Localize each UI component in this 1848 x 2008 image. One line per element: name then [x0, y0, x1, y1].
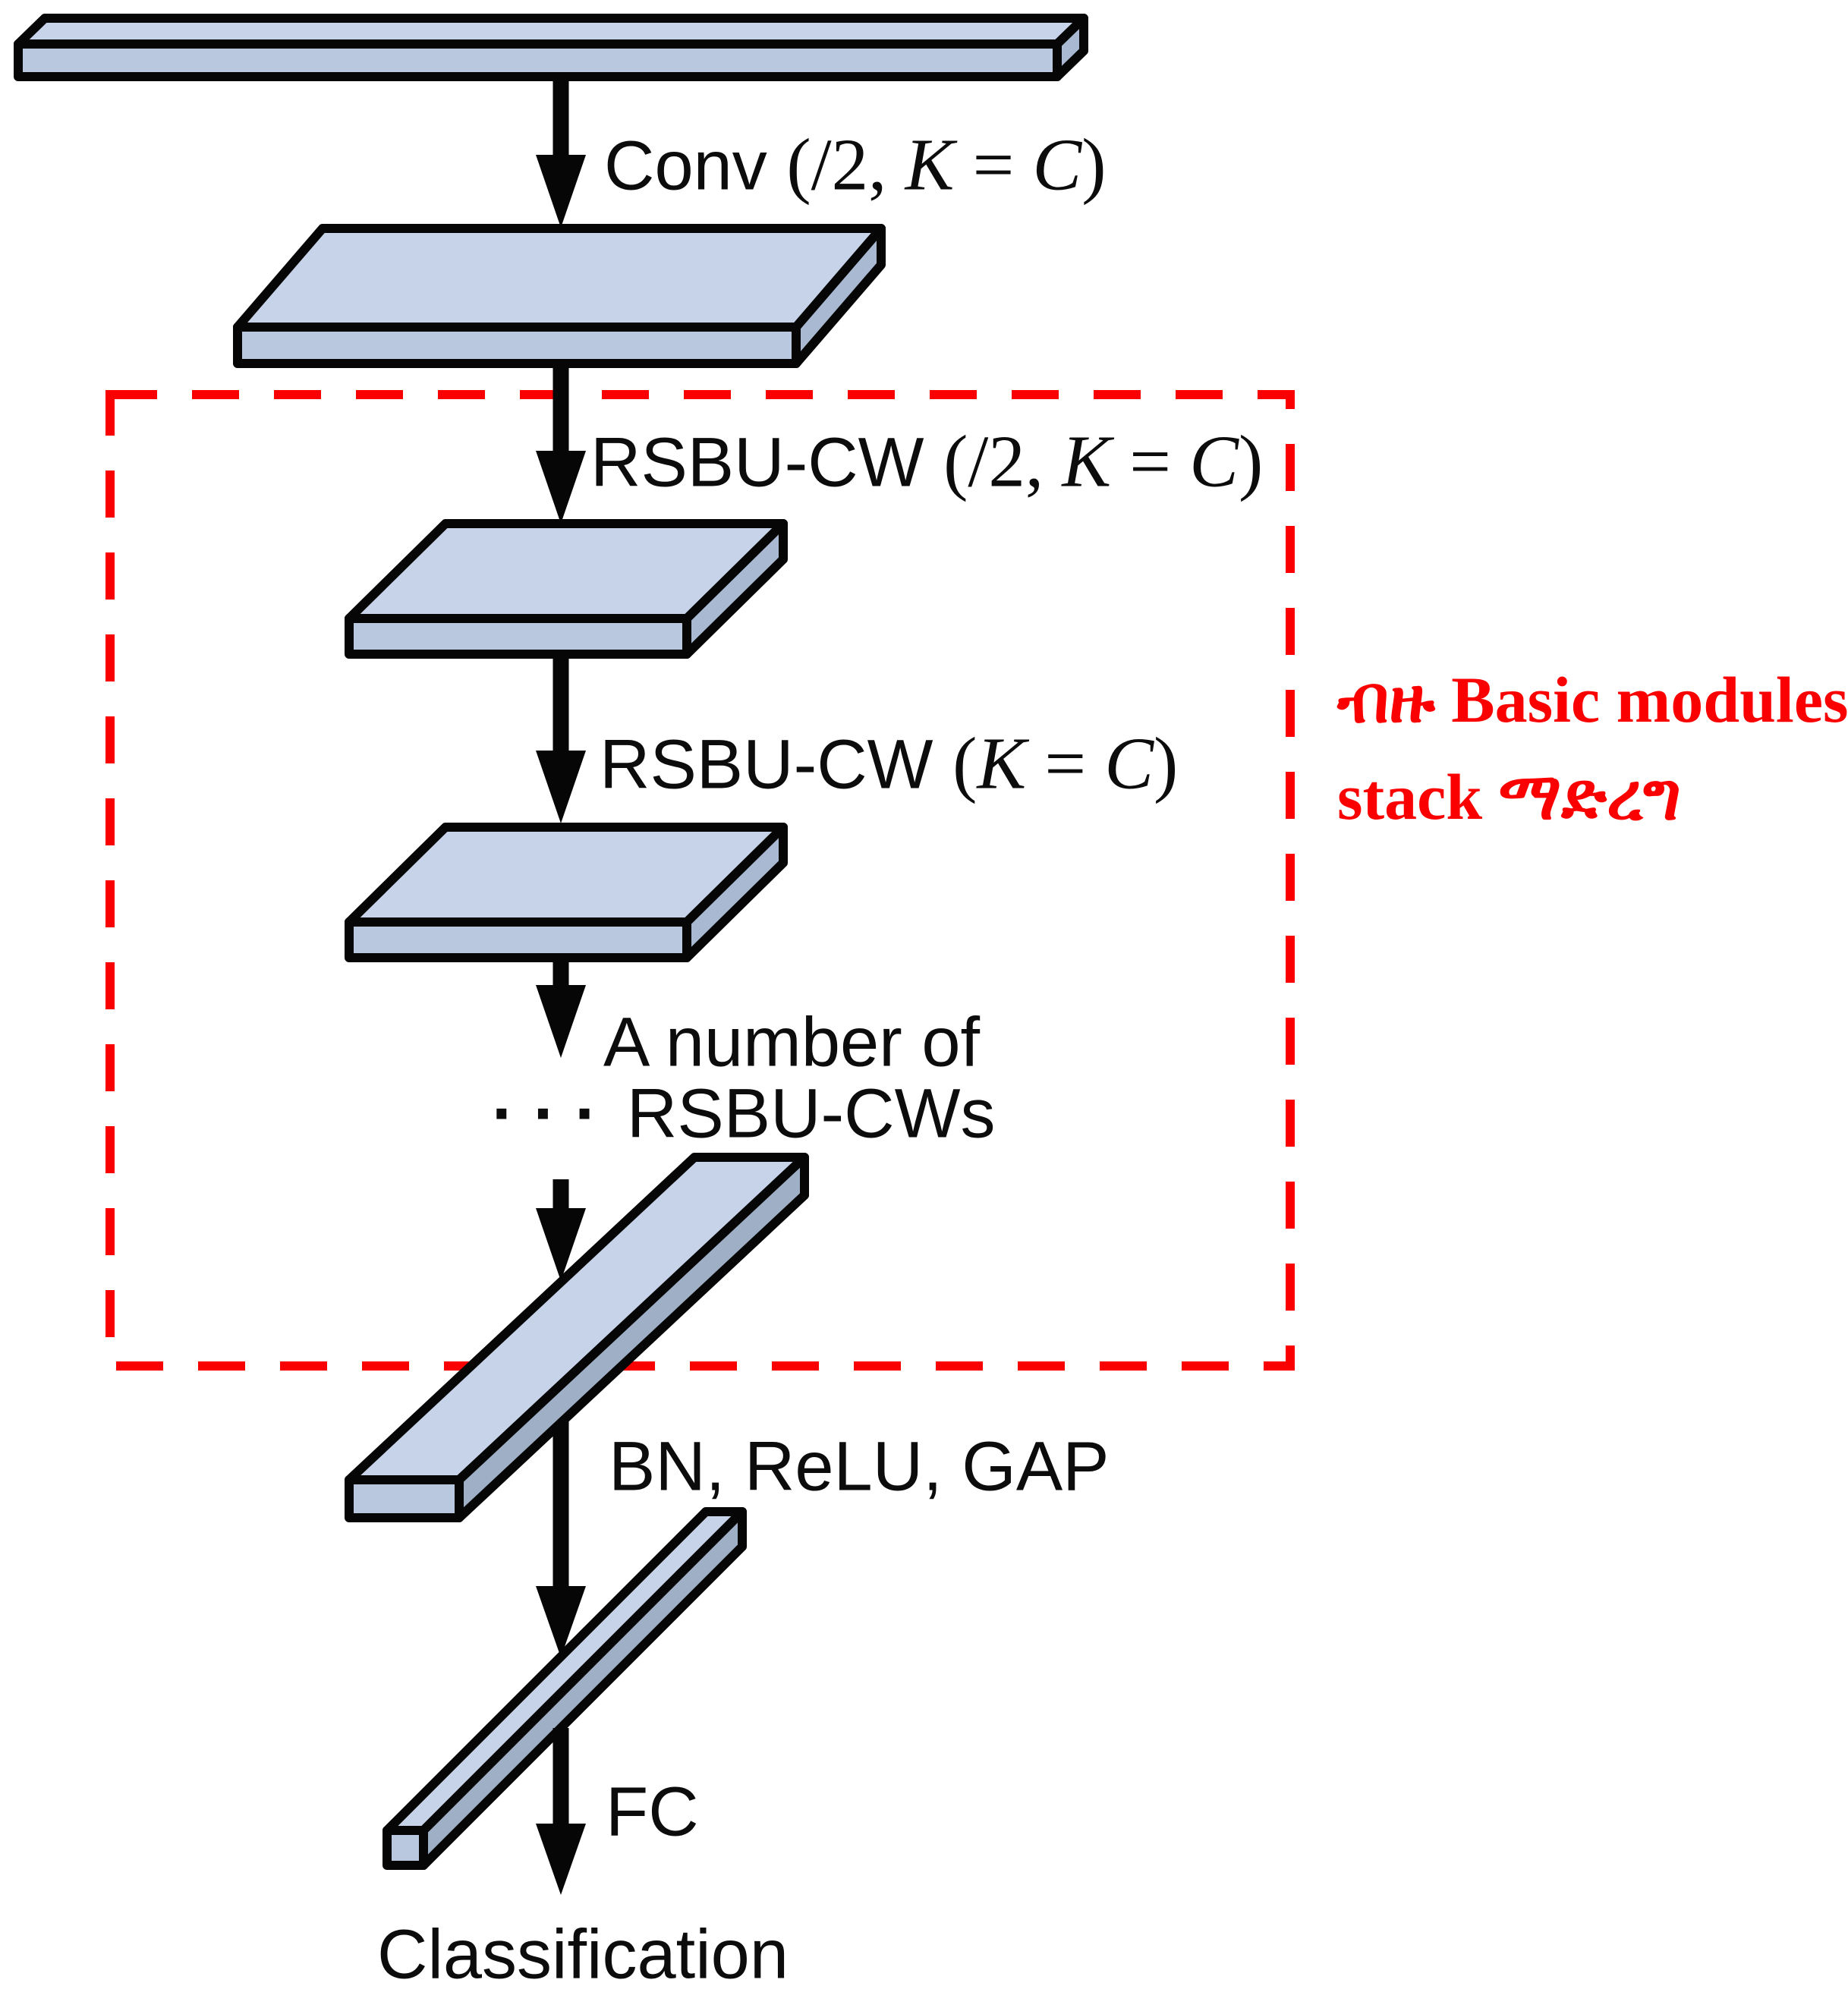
conv-label-c: C: [1032, 124, 1082, 206]
rsbu-stride-label-c: C: [1189, 420, 1239, 502]
bn-relu-gap-label-text: BN, ReLU, GAP: [609, 1427, 1110, 1506]
conv-label: Conv (/2, K = C): [604, 122, 1107, 206]
rsbu-output-slab-front-face: [345, 917, 691, 962]
rsbu-stride-label-paren: (/2,: [943, 420, 1063, 502]
rsbu-label: RSBU-CW (K = C): [600, 721, 1178, 805]
conv-label-paren-close: ): [1081, 124, 1107, 206]
basic-modules-stack-dashed-box: [105, 390, 1295, 1371]
conv-arrow: [536, 77, 586, 228]
conv-label-paren: (/2,: [786, 124, 905, 206]
repeat-note-line1-text: A number of: [603, 1003, 981, 1081]
rsbu-stride-label-paren-close: ): [1238, 420, 1264, 502]
repeat-note-line2-text: RSBU-CWs: [626, 1075, 996, 1153]
repeat-note-line2: ···RSBU-CWs: [492, 1074, 995, 1153]
stack-annotation: ብዙ Basic modules stack ማድረግ: [1337, 651, 1848, 845]
final-feature-bar-end-cap: [345, 1475, 464, 1522]
rsbu-label-equals: =: [1026, 722, 1105, 804]
rsbu-stride-output-slab-front-face: [345, 614, 691, 659]
conv-label-equals: =: [954, 124, 1033, 206]
rsbu-stride-output-slab: [345, 519, 788, 659]
rsbu-label-c: C: [1104, 722, 1154, 804]
rsbu-output-slab: [345, 823, 788, 962]
repeat-note-line1: A number of: [603, 1002, 980, 1082]
stack-annotation-line2: stack ማድረግ: [1337, 760, 1681, 833]
stack-annotation-line1: ብዙ Basic modules: [1337, 663, 1848, 736]
rsbu-stride-label-k: K: [1062, 420, 1112, 502]
fc-arrow: [536, 1728, 586, 1895]
conv-label-name: Conv: [604, 127, 787, 205]
rsbu-label-k: K: [977, 722, 1027, 804]
bn-relu-gap-label: BN, ReLU, GAP: [609, 1427, 1110, 1506]
classification-label: Classification: [377, 1915, 789, 1994]
gap-output-bar-end-cap: [383, 1826, 428, 1870]
rsbu-label-paren-close: ): [1154, 722, 1179, 804]
rsbu-stride-label-name: RSBU-CW: [590, 423, 944, 502]
fc-label: FC: [606, 1772, 699, 1852]
ellipsis-dots: ···: [492, 1075, 616, 1153]
final-feature-bar: [345, 1153, 809, 1522]
rsbu-stride-arrow: [536, 364, 586, 524]
gap-output-bar: [383, 1507, 747, 1870]
conv-output-slab-top-face: [233, 224, 886, 332]
rsbu-label-paren: (: [952, 722, 978, 804]
conv-output-slab: [233, 224, 886, 368]
rsbu-stride-label: RSBU-CW (/2, K = C): [590, 419, 1263, 503]
input-signal-bar: [14, 14, 1088, 81]
rsbu-label-name: RSBU-CW: [600, 725, 953, 804]
fc-label-text: FC: [606, 1773, 699, 1851]
input-signal-bar-front-face: [14, 39, 1062, 81]
conv-label-k: K: [905, 124, 955, 206]
rsbu-stride-label-equals: =: [1111, 420, 1190, 502]
classification-label-text: Classification: [377, 1915, 789, 1994]
repeat-arrow-bottom: [536, 1179, 586, 1281]
conv-output-slab-front-face: [233, 323, 801, 368]
rsbu-arrow: [536, 653, 586, 823]
repeat-arrow-top: [536, 957, 586, 1058]
